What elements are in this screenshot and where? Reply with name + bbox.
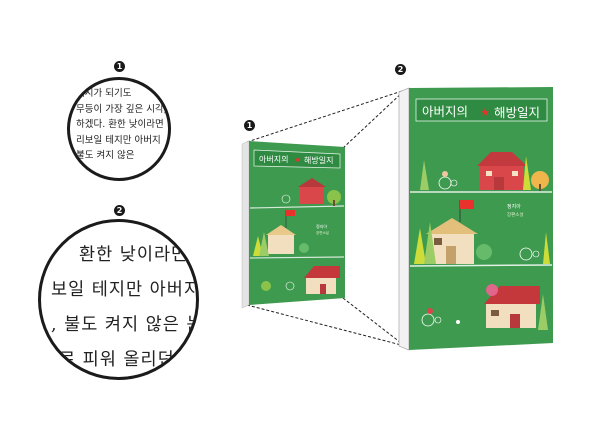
large-title-box [415, 98, 548, 122]
large-author-subtitle: 장편소설 [507, 211, 524, 218]
text-line: 무등이 가장 깊은 시각, [76, 103, 167, 115]
text-line: 환한 낮이라면 [79, 245, 189, 265]
marker-1-small-magnifier: 1 [114, 61, 125, 72]
small-book-cover [249, 141, 345, 305]
text-line: 리보일 테지만 아버지 [76, 134, 161, 146]
marker-2-large-magnifier: 2 [114, 205, 125, 216]
large-book-cover [409, 87, 553, 350]
large-book-spine [398, 87, 410, 351]
text-line: 보일 테지만 아버지 는 [51, 280, 199, 300]
small-author-subtitle: 장편소설 [316, 230, 329, 235]
text-line: 로 피워 올리던 [59, 350, 175, 370]
small-book-spine [241, 140, 250, 309]
small-book: 아버지의 ★ 해방일지 정지아 장편소설 [241, 140, 345, 309]
large-magnifier-text: 환한 낮이라면 보일 테지만 아버지 는 , 불도 켜지 않은 눈 로 피워 올… [51, 238, 199, 377]
text-line: , 불도 켜지 않은 눈 [51, 315, 199, 335]
large-text-magnifier: 환한 낮이라면 보일 테지만 아버지 는 , 불도 켜지 않은 눈 로 피워 올… [38, 219, 199, 380]
marker-1-small-book: 1 [244, 120, 255, 131]
publisher-logo [456, 320, 460, 324]
red-flag [460, 200, 474, 209]
small-book-title-prefix: 아버지의 [259, 154, 288, 164]
text-line: 하겠다. 환한 낮이라면 [76, 119, 164, 130]
small-book-star: ★ [294, 155, 301, 164]
small-author-name: 정지아 [316, 223, 327, 229]
text-line: 불도 켜지 않은 [76, 150, 135, 161]
small-title-box [253, 149, 341, 169]
small-magnifier-text: 게시가 되기도 무등이 가장 깊은 시각, 하겠다. 환한 낮이라면 리보일 테… [76, 86, 167, 164]
large-book-title-suffix: 해방일지 [494, 105, 540, 120]
large-book: 아버지의 ★ 해방일지 정지아 장편소설 [398, 87, 553, 351]
small-text-magnifier: 게시가 되기도 무등이 가장 깊은 시각, 하겠다. 환한 낮이라면 리보일 테… [67, 77, 171, 181]
small-beige-house [268, 234, 294, 254]
perspective-dashed-lines [246, 89, 406, 347]
marker-2-large-book: 2 [395, 64, 406, 75]
small-red-house [300, 186, 324, 204]
text-line: 게시가 되기도 [76, 88, 132, 99]
large-book-star: ★ [480, 106, 490, 119]
small-book-title-suffix: 해방일지 [304, 155, 333, 165]
shelf-middle [409, 264, 553, 267]
large-book-title-prefix: 아버지의 [422, 104, 468, 119]
large-author-name: 정지아 [507, 203, 521, 210]
